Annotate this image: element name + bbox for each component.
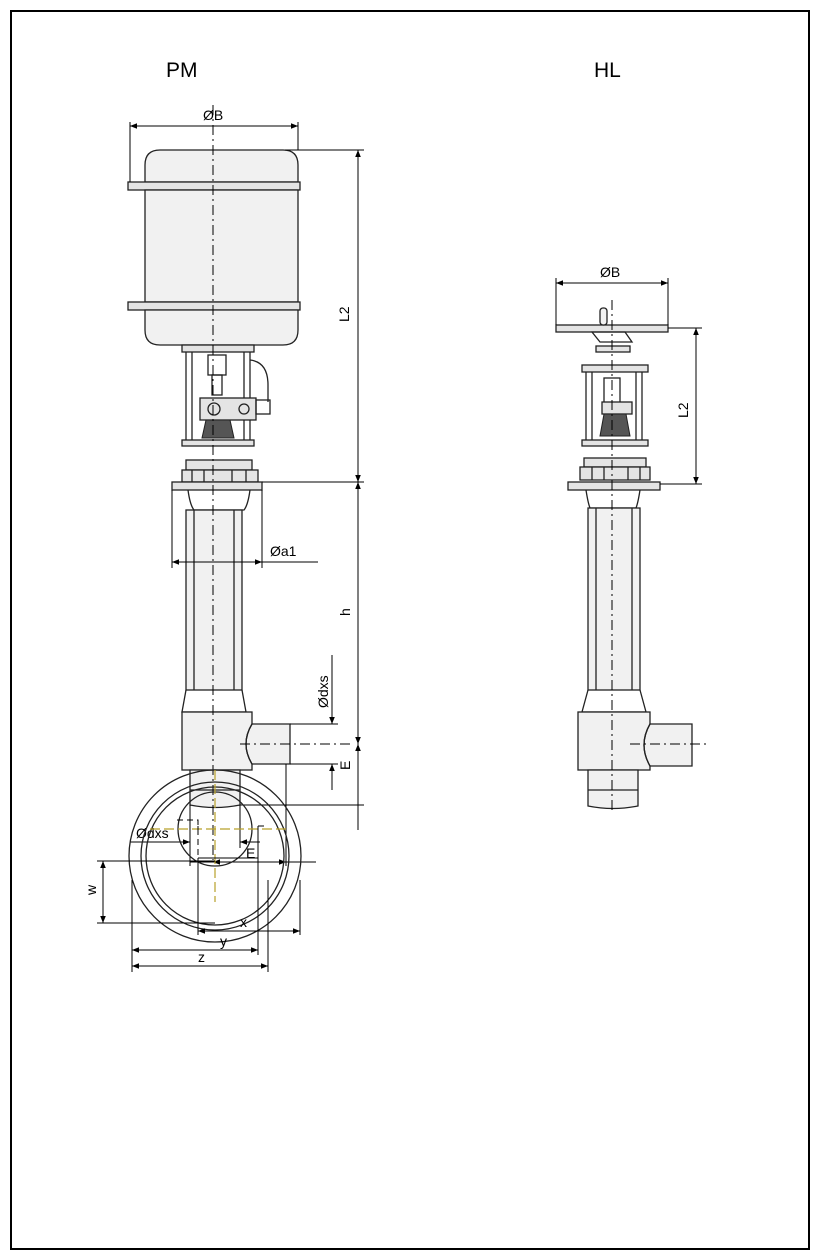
plan-view: w x y z [83,769,302,972]
pm-diameter-a1-label: Øa1 [270,543,297,559]
plan-w-label: w [83,884,99,896]
pm-bonnet [171,459,263,511]
pm-actuator-top-flange [127,181,301,191]
hl-diameter-b-label: ØB [600,264,620,280]
plan-z-label: z [198,949,205,965]
pm-diameter-dxs-horizontal-label: Ødxs [136,825,169,841]
hl-yoke [581,364,649,447]
pm-actuator-housing [144,149,299,183]
hl-extension-tube [587,507,641,691]
pm-actuator-body [144,189,299,303]
plan-y-label: y [220,933,227,949]
plan-x-label: x [240,914,247,930]
pm-e-horizontal-label: E [246,845,255,861]
hl-outlet-branch [643,723,693,767]
pm-extension-tube [185,509,243,691]
pm-bellows [201,419,235,439]
hl-view: ØB L2 [555,264,708,812]
hl-title: HL [594,59,621,82]
pm-diameter-b-label: ØB [203,107,223,123]
hl-bonnet [567,457,661,509]
pm-valve-body [181,711,253,771]
hl-l2-label: L2 [675,402,691,418]
pm-e-vertical-label: E [337,761,353,770]
hl-bottom-nozzle [587,769,639,810]
hl-valve-body [577,711,651,771]
pm-h-label: h [337,608,353,616]
pm-diameter-dxs-vertical-label: Ødxs [315,675,331,708]
pm-actuator-base [144,309,299,346]
pm-l2-label: L2 [336,306,352,322]
pm-title: PM [166,59,198,82]
pm-actuator-bottom-flange [127,301,301,311]
pm-view: ØB L2 h E Øa1 Ødxs Ødxs [127,105,364,866]
pm-yoke [181,344,271,447]
